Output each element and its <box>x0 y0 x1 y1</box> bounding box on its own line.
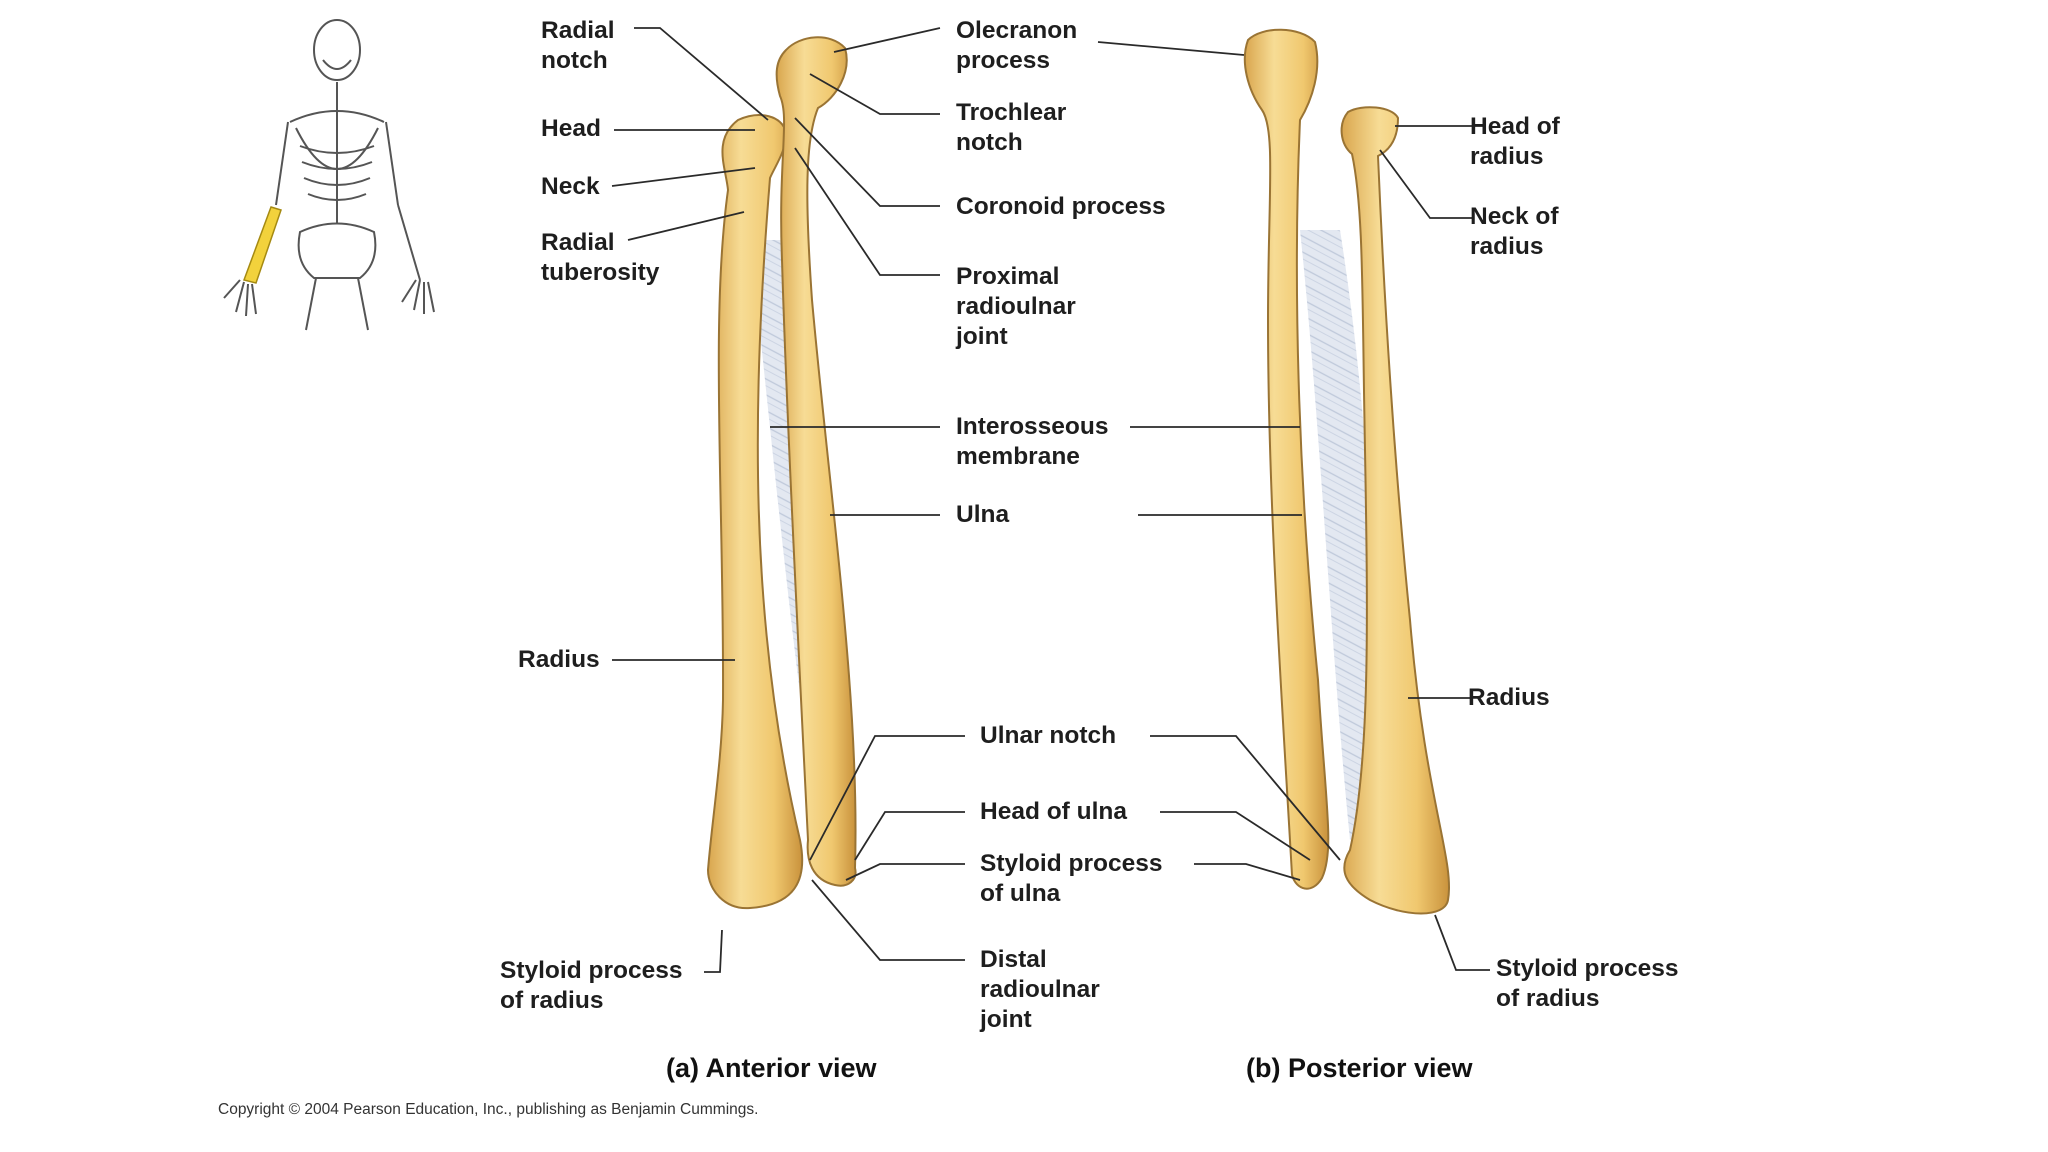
posterior-view-bones <box>1245 30 1449 914</box>
label-radius-posterior: Radius <box>1468 683 1550 713</box>
caption-anterior-view: (a) Anterior view <box>666 1053 877 1084</box>
caption-posterior-view: (b) Posterior view <box>1246 1053 1473 1084</box>
label-head-of-ulna: Head of ulna <box>980 797 1127 827</box>
ulna-posterior <box>1245 30 1328 889</box>
label-coronoid-process: Coronoid process <box>956 192 1166 222</box>
label-head: Head <box>541 114 601 144</box>
anterior-view-bones <box>708 37 856 908</box>
label-neck: Neck <box>541 172 600 202</box>
highlighted-forearm <box>244 207 281 283</box>
label-radius-anterior: Radius <box>518 645 600 675</box>
label-ulnar-notch: Ulnar notch <box>980 721 1116 751</box>
copyright-notice: Copyright © 2004 Pearson Education, Inc.… <box>218 1101 758 1119</box>
label-ulna: Ulna <box>956 500 1009 530</box>
